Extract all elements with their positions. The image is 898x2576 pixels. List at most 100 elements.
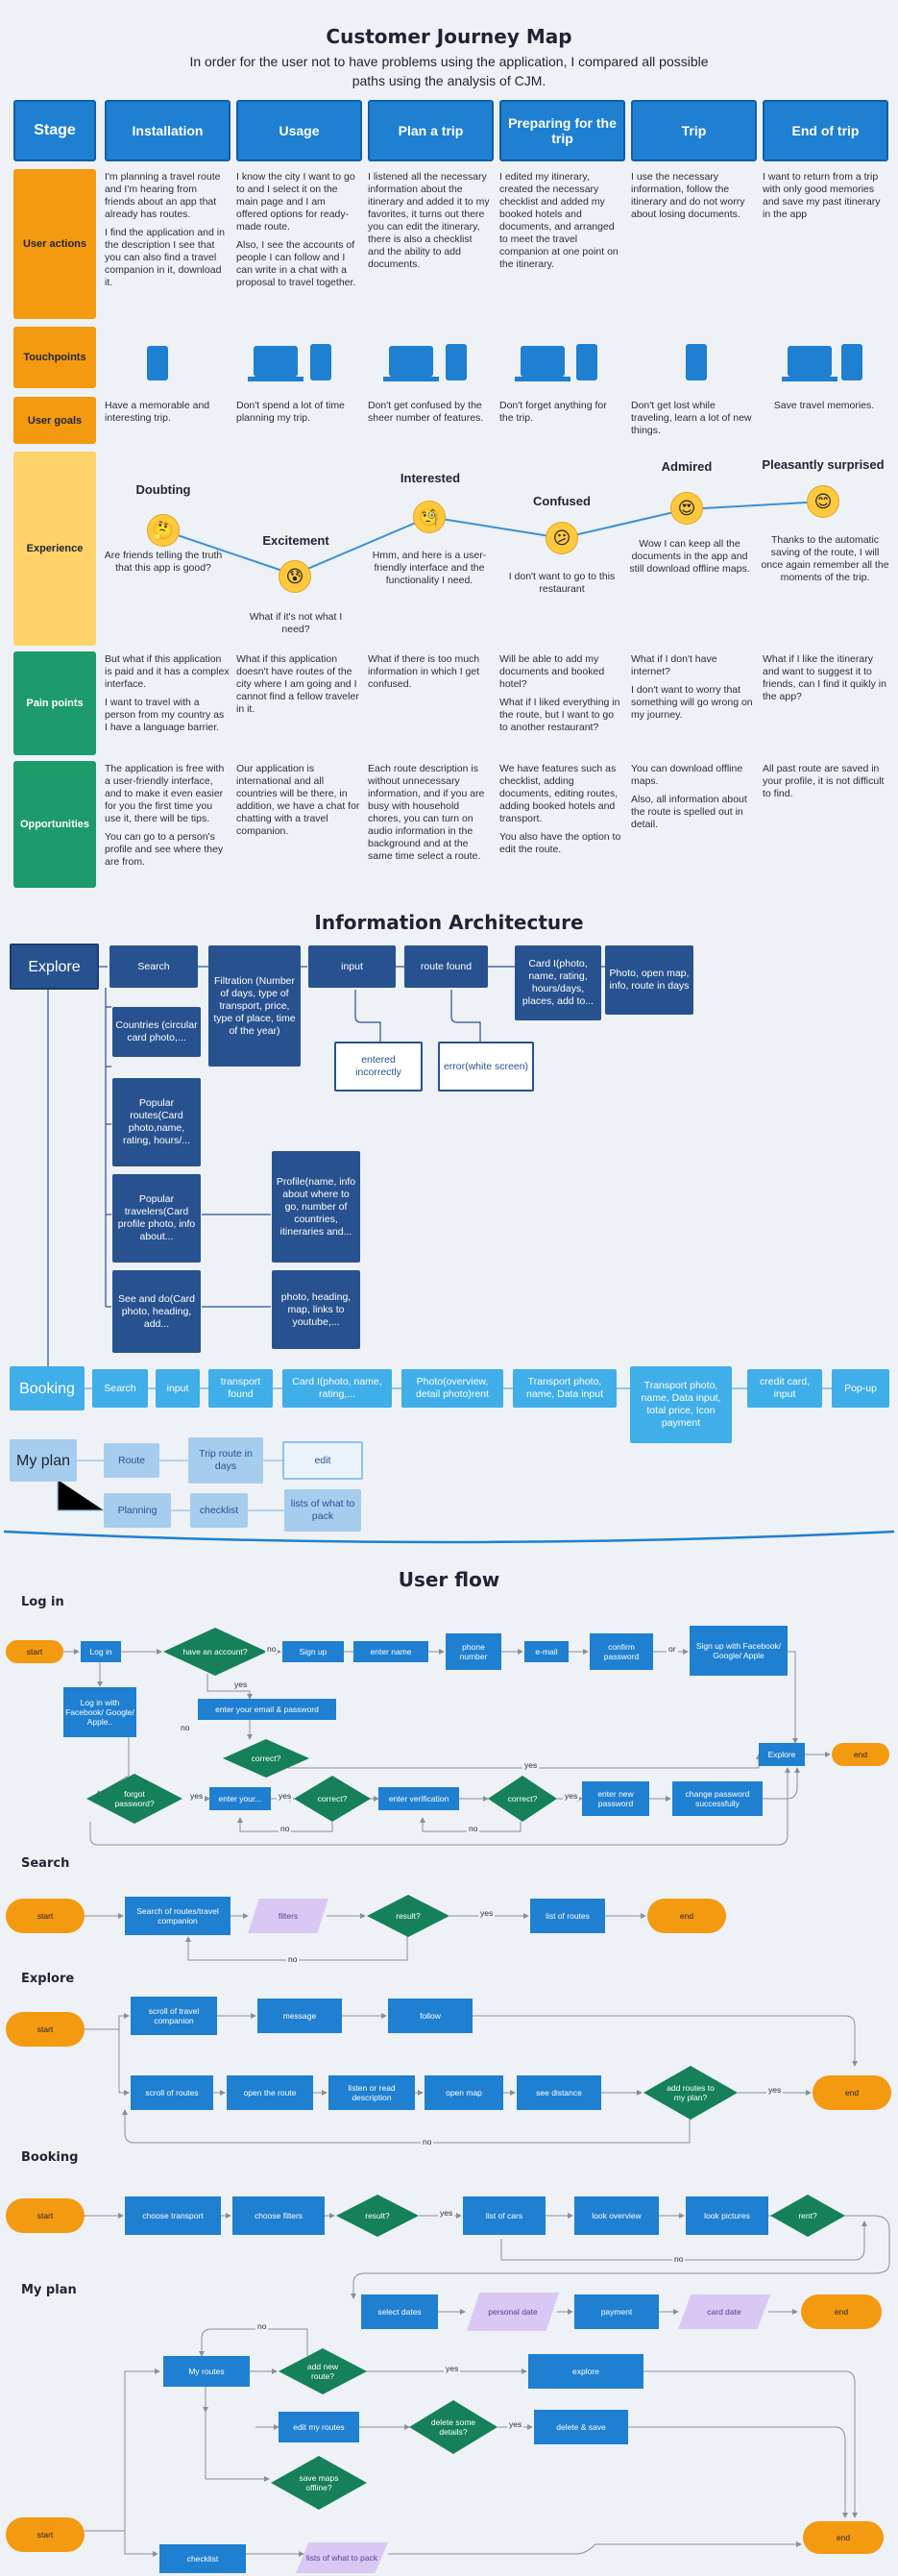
- ia-input: input: [308, 945, 396, 988]
- uf-search-start: start: [6, 1899, 85, 1933]
- ia-checklist: checklist: [190, 1493, 248, 1528]
- uf-label-yes: yes: [766, 2085, 784, 2095]
- laptop-icon: [254, 346, 298, 377]
- uf-card-date: card date: [678, 2294, 770, 2329]
- ia-b-input: input: [156, 1369, 200, 1408]
- exp-text-admired: Wow I can keep all the documents in the …: [629, 538, 750, 575]
- ia-filtration: Filtration (Number of days, type of tran…: [208, 945, 301, 1067]
- uf-confirm-password: confirm password: [590, 1633, 653, 1670]
- uf-sign-up-fb: Sign up with Facebook/ Google/ Apple: [690, 1626, 788, 1676]
- ia-planning: Planning: [104, 1493, 171, 1528]
- uf-label-yes: yes: [478, 1908, 496, 1918]
- goal-usage: Don't spend a lot of time planning my tr…: [236, 400, 345, 424]
- ia-profile: Profile(name, info about where to go, nu…: [272, 1151, 360, 1263]
- uf-label-yes: yes: [444, 2364, 461, 2373]
- pain-plan-trip: What if there is too much information in…: [368, 653, 480, 690]
- uf-label-no: no: [467, 1824, 480, 1833]
- uf-label-yes: yes: [507, 2419, 524, 2429]
- exp-title-confused: Confused: [533, 494, 591, 508]
- goal-installation: Have a memorable and interesting trip.: [105, 400, 210, 424]
- uf-list-cars: list of cars: [463, 2196, 546, 2235]
- uf-label-yes: yes: [522, 1760, 540, 1770]
- uf-list-routes: list of routes: [530, 1899, 605, 1933]
- uf-edit-routes: edit my routes: [279, 2412, 359, 2442]
- goal-end-of-trip: Save travel memories.: [773, 400, 875, 411]
- exp-text-pleasantly-surprised: Thanks to the automatic saving of the ro…: [761, 534, 889, 583]
- ia-title: Information Architecture: [314, 911, 584, 934]
- laptop-icon: [788, 346, 832, 377]
- ia-transport-photo-total: Transport photo, name, Data input, total…: [630, 1366, 732, 1443]
- uf-label-no: no: [279, 1824, 292, 1833]
- ia-transport-found: transport found: [208, 1369, 273, 1408]
- uf-label-no: no: [286, 1954, 300, 1964]
- uf-delete-save: delete & save: [534, 2410, 628, 2444]
- uf-myplan-start: start: [6, 2517, 85, 2552]
- uf-message: message: [257, 1999, 342, 2033]
- ia-popular-travelers: Popular travelers(Card profile photo, in…: [112, 1174, 201, 1263]
- uf-follow: follow: [388, 1999, 473, 2033]
- uf-explore-end: end: [813, 2075, 891, 2110]
- opp-trip: You can download offline maps.Also, all …: [631, 763, 747, 830]
- uf-explore-section: Explore: [21, 1972, 75, 1986]
- exp-title-excitement: Excitement: [262, 533, 329, 548]
- ia-photo-open-map: Photo, open map, info, route in days: [605, 945, 693, 1015]
- ia-route-found: route found: [404, 945, 488, 988]
- uf-choose-transport: choose transport: [125, 2196, 221, 2235]
- exp-text-excitement: What if it's not what I need?: [249, 611, 343, 635]
- uf-login-end: end: [832, 1743, 889, 1766]
- uf-enter-name: enter name: [353, 1641, 428, 1662]
- stage-usage: Usage: [236, 100, 362, 161]
- action-trip: I use the necessary information, follow …: [631, 171, 745, 220]
- ia-photo-heading: photo, heading, map, links to youtube,..…: [272, 1270, 360, 1349]
- uf-login-start: start: [6, 1640, 63, 1663]
- uf-search-routes: Search of routes/travel companion: [125, 1897, 231, 1935]
- exp-text-confused: I don't want to go to this restaurant: [508, 571, 616, 595]
- ia-see-and-do: See and do(Card photo, heading, add...: [112, 1270, 201, 1353]
- ia-b-search: Search: [92, 1369, 148, 1408]
- uf-myplan-explore: explore: [528, 2354, 643, 2389]
- phone-icon: [686, 344, 707, 380]
- thinking-face-icon: 🤔: [147, 514, 180, 547]
- uf-label-yes: yes: [438, 2208, 455, 2218]
- pain-usage: What if this application doesn't have ro…: [236, 653, 359, 715]
- exp-title-interested: Interested: [400, 471, 461, 485]
- cjm-title: Customer Journey Map: [326, 25, 572, 48]
- row-user-goals: User goals: [13, 397, 96, 444]
- ia-search: Search: [109, 945, 198, 988]
- ia-popular-routes: Popular routes(Card photo,name, rating, …: [112, 1078, 201, 1166]
- experience-curve: [162, 501, 824, 577]
- uf-listen-read: listen or read description: [328, 2075, 415, 2110]
- uf-look-overview: look overview: [574, 2196, 659, 2235]
- stage-header: Stage: [13, 100, 96, 161]
- uf-label-no: no: [672, 2254, 686, 2264]
- opp-installation: The application is free with a user-frie…: [105, 763, 225, 868]
- phone-icon: [841, 344, 862, 380]
- action-installation: I'm planning a travel route and I'm hear…: [105, 171, 225, 288]
- pain-installation: But what if this application is paid and…: [105, 653, 230, 733]
- action-usage: I know the city I want to go to and I se…: [236, 171, 356, 288]
- laptop-base-icon: [515, 377, 570, 381]
- uf-scroll-routes: scroll of routes: [131, 2075, 213, 2110]
- uf-label-yes: yes: [188, 1791, 206, 1801]
- uf-my-routes: My routes: [163, 2356, 250, 2387]
- goal-plan-trip: Don't get confused by the sheer number o…: [368, 400, 484, 424]
- ia-booking: Booking: [10, 1366, 85, 1411]
- exp-title-pleasantly-surprised: Pleasantly surprised: [762, 457, 885, 472]
- goal-preparing: Don't forget anything for the trip.: [499, 400, 607, 424]
- exp-text-doubting: Are friends telling the truth that this …: [104, 550, 223, 574]
- stage-trip: Trip: [631, 100, 757, 161]
- row-opportunities: Opportunities: [13, 761, 96, 888]
- pain-end-of-trip: What if I like the itinerary and want to…: [763, 653, 886, 702]
- opp-plan-trip: Each route description is without unnece…: [368, 763, 485, 862]
- ia-transport-photo: Transport photo, name, Data input: [513, 1369, 617, 1408]
- uf-enter-your: enter your...: [209, 1787, 271, 1810]
- uf-select-dates: select dates: [361, 2294, 438, 2329]
- opp-preparing: We have features such as checklist, addi…: [499, 763, 621, 855]
- uf-login-section: Log in: [21, 1595, 64, 1609]
- laptop-base-icon: [383, 377, 439, 381]
- uf-label-no: no: [421, 2137, 434, 2147]
- exp-title-admired: Admired: [661, 459, 713, 474]
- smiling-face-icon: 😊: [807, 485, 839, 518]
- stage-installation: Installation: [105, 100, 231, 161]
